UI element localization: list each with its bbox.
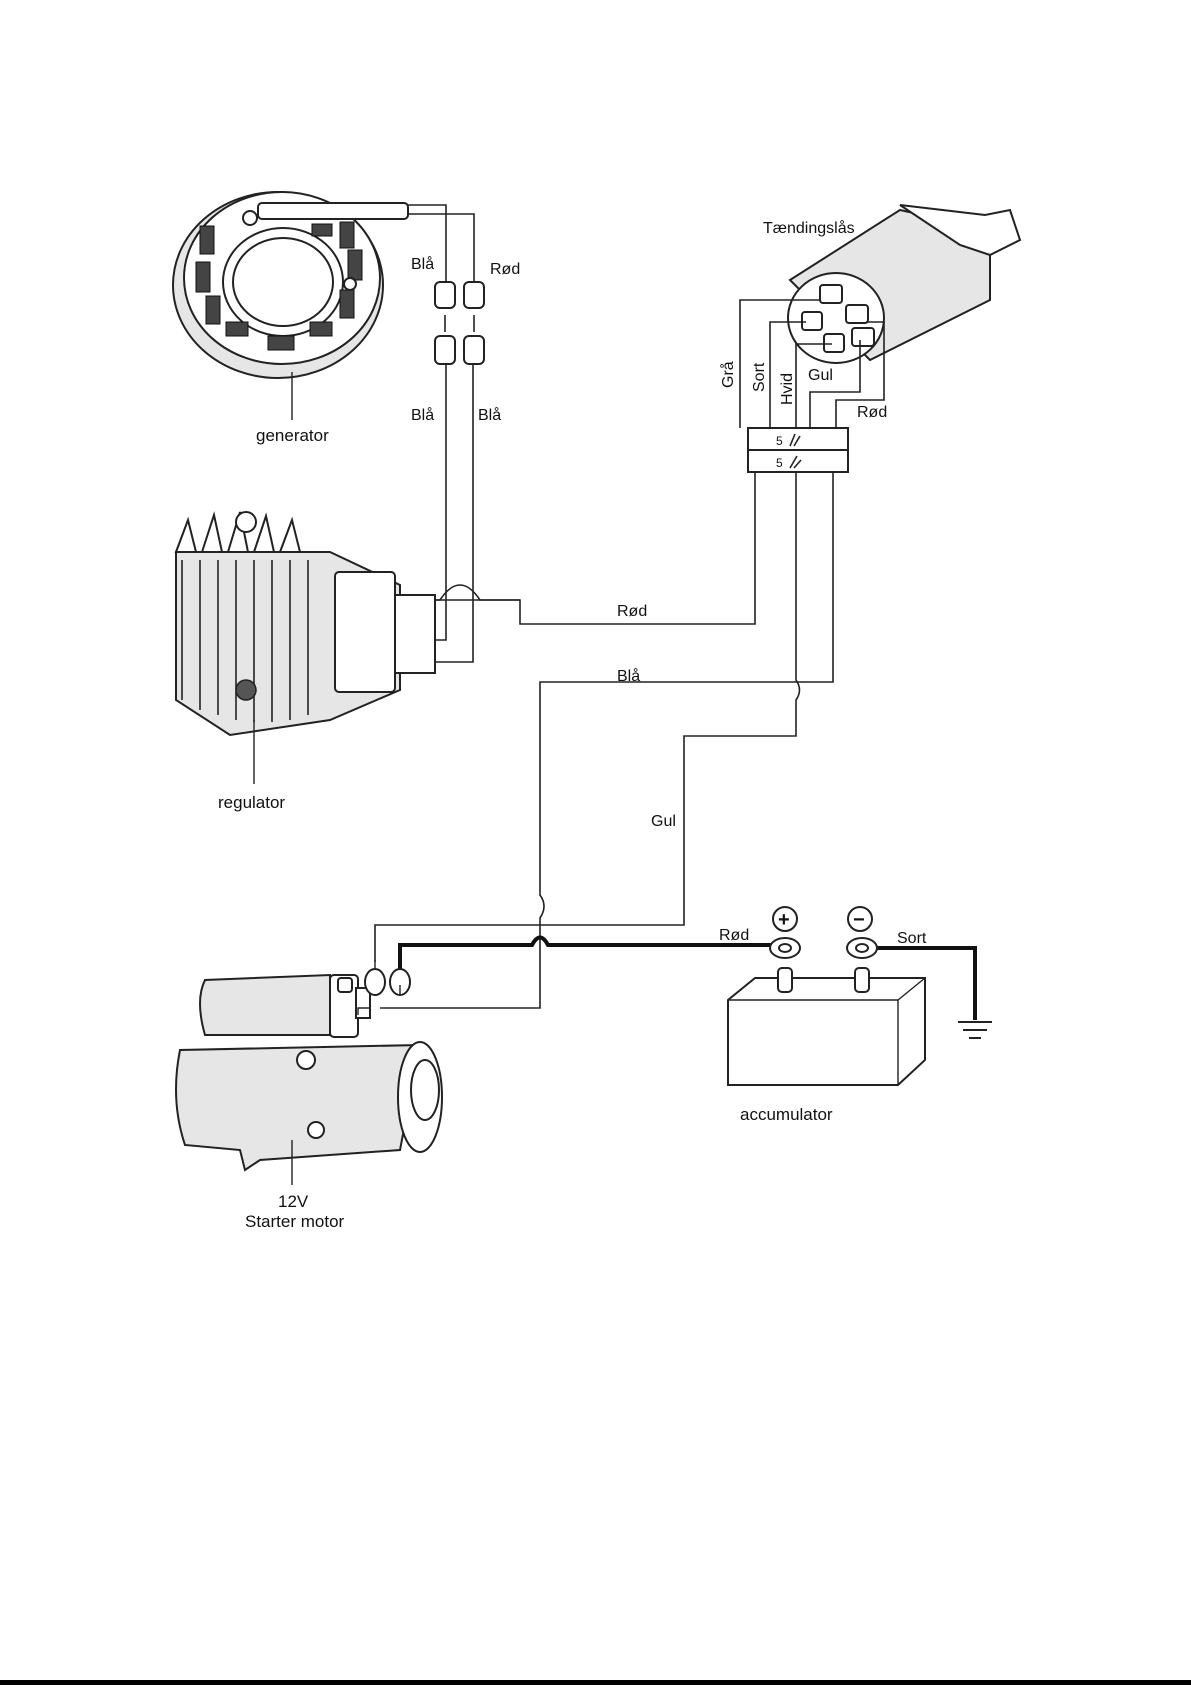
generator-wires	[400, 205, 484, 662]
wire-label-gra: Grå	[719, 361, 737, 388]
wire-label-rod-1: Rød	[490, 261, 520, 278]
wire-label-sort: Sort	[751, 362, 768, 392]
generator-label: generator	[256, 426, 329, 445]
main-wires	[375, 472, 992, 1038]
page-bottom-border	[0, 1680, 1191, 1685]
wire-label-sort-battery: Sort	[897, 930, 927, 947]
ignition-switch-label: Tændingslås	[763, 219, 855, 237]
wire-label-gul-main: Gul	[651, 813, 676, 830]
wire-label-hvid: Hvid	[779, 373, 796, 405]
wire-label-bla-1: Blå	[411, 255, 434, 273]
wire-label-bla-2: Blå	[411, 406, 434, 424]
wire-label-rod-battery: Rød	[719, 927, 749, 944]
wire-label-rod-switch: Rød	[857, 404, 887, 421]
starter-motor-label: Starter motor	[245, 1212, 345, 1231]
regulator-label: regulator	[218, 793, 285, 812]
regulator-drawing	[176, 512, 435, 784]
starter-motor-drawing	[176, 960, 442, 1185]
battery-negative-icon: −	[853, 909, 865, 931]
accumulator-drawing	[728, 907, 925, 1085]
generator-drawing	[173, 192, 408, 420]
starter-voltage-label: 12V	[278, 1192, 309, 1211]
battery-positive-icon: +	[778, 909, 790, 931]
wire-label-rod-main: Rød	[617, 603, 647, 620]
wire-label-gul-switch: Gul	[808, 367, 833, 384]
connector-pin-1: 5	[776, 434, 783, 448]
connector-block	[748, 428, 848, 472]
wire-label-bla-3: Blå	[478, 406, 501, 424]
wire-label-bla-main: Blå	[617, 667, 640, 685]
accumulator-label: accumulator	[740, 1105, 833, 1124]
connector-pin-2: 5	[776, 456, 783, 470]
